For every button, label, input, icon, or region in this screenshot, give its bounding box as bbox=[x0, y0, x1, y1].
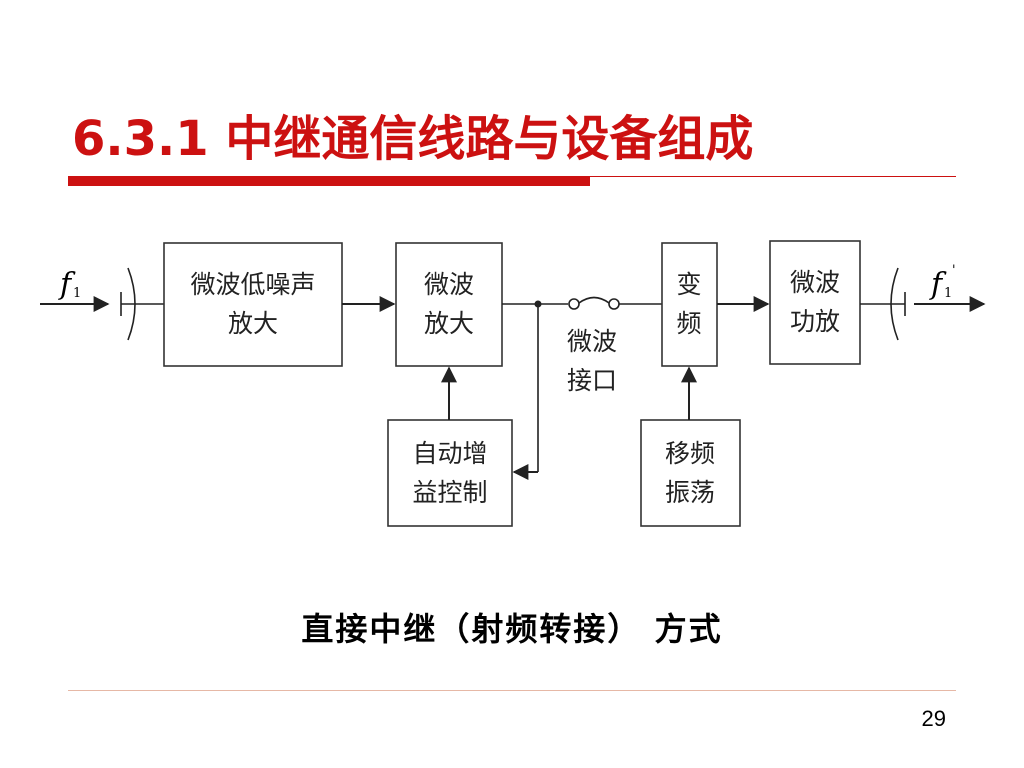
block-lna-line2: 放大 bbox=[228, 309, 278, 338]
block-mw-amp-line2: 放大 bbox=[424, 309, 474, 338]
block-mw-amp: 微波 放大 bbox=[395, 242, 503, 367]
slide-title: 6.3.1 中继通信线路与设备组成 bbox=[72, 111, 754, 167]
interface-label-line1: 微波 bbox=[567, 327, 617, 356]
input-signal-label: f 1 bbox=[58, 267, 81, 302]
input-signal-sub: 1 bbox=[73, 286, 81, 301]
block-agc: 自动增 益控制 bbox=[387, 419, 513, 527]
transmit-antenna-icon bbox=[890, 267, 906, 341]
block-agc-line1: 自动增 bbox=[412, 439, 487, 468]
block-mixer-line2: 频 bbox=[676, 309, 701, 338]
microwave-interface-icon bbox=[568, 296, 620, 310]
block-mixer-line1: 变 bbox=[676, 270, 701, 299]
output-signal-label: f 1 ' bbox=[929, 263, 956, 302]
block-lo-line2: 振荡 bbox=[665, 478, 715, 507]
footer-divider bbox=[68, 690, 956, 691]
block-lna-line1: 微波低噪声 bbox=[190, 270, 315, 299]
block-mw-amp-line1: 微波 bbox=[424, 270, 474, 299]
block-mixer: 变 频 bbox=[661, 242, 718, 367]
block-lo: 移频 振荡 bbox=[640, 419, 741, 527]
receive-antenna-icon bbox=[120, 267, 164, 341]
block-agc-line2: 益控制 bbox=[412, 478, 487, 507]
title-underline-thick bbox=[68, 176, 590, 186]
block-pa: 微波 功放 bbox=[769, 240, 861, 365]
block-lna: 微波低噪声 放大 bbox=[163, 242, 343, 367]
interface-label-line2: 接口 bbox=[567, 366, 617, 395]
page-number: 29 bbox=[921, 706, 946, 731]
output-signal-sub: 1 bbox=[944, 286, 952, 301]
output-signal-prime: ' bbox=[952, 263, 956, 278]
block-pa-line1: 微波 bbox=[790, 268, 840, 297]
diagram-caption: 直接中继（射频转接） 方式 bbox=[301, 610, 723, 648]
block-lo-line1: 移频 bbox=[665, 439, 715, 468]
title-underline-thin bbox=[590, 176, 956, 177]
block-pa-line2: 功放 bbox=[790, 307, 840, 336]
